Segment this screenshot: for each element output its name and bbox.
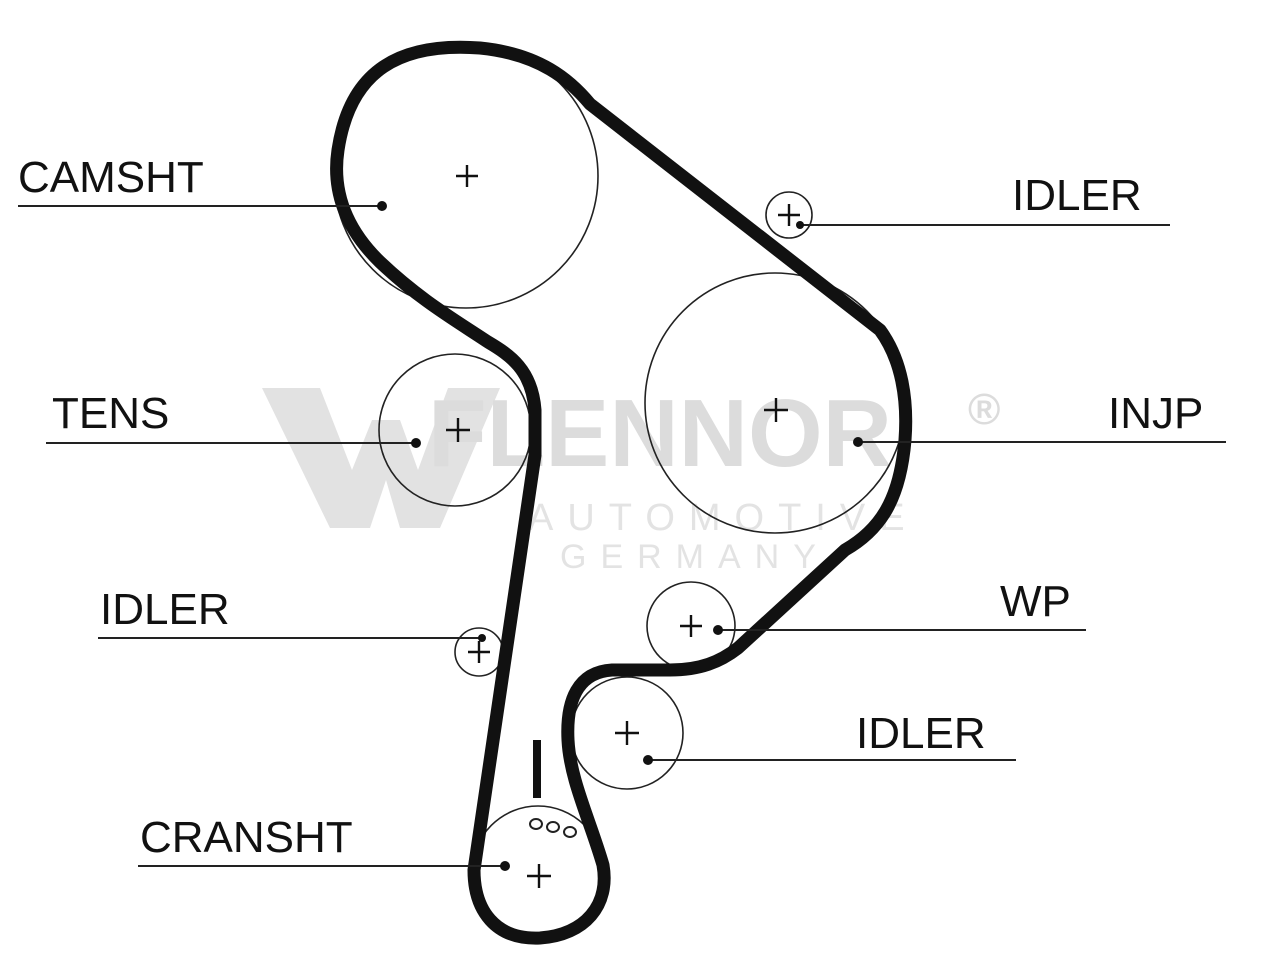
idler-top-label: IDLER (1012, 171, 1142, 220)
timing-mark-hole (529, 818, 543, 830)
crankshaft-center-mark (527, 864, 551, 888)
idler-left-center-mark (468, 641, 490, 663)
flennor-watermark: FLENNOR ® AUTOMOTIVE GERMANY (262, 380, 1000, 576)
timing-mark-hole (546, 821, 560, 833)
watermark-registered: ® (968, 385, 1000, 434)
injection-pump-leader-dot (853, 437, 863, 447)
idler-bottom-label: IDLER (856, 709, 986, 758)
watermark-line1: AUTOMOTIVE (528, 497, 919, 539)
injection-pump-center-mark (764, 398, 788, 422)
water-pump-label: WP (1000, 577, 1071, 626)
idler-left-leader-dot (478, 634, 486, 642)
crankshaft-label: CRANSHT (140, 813, 353, 862)
idler-top-center-mark (778, 204, 800, 226)
component-labels: CAMSHT IDLER TENS INJP IDLER WP IDLER CR… (18, 153, 1203, 862)
camshaft-label: CAMSHT (18, 153, 204, 202)
idler-top-leader-dot (796, 221, 804, 229)
camshaft-leader-dot (377, 201, 387, 211)
tensioner-label: TENS (52, 389, 169, 438)
crankshaft-leader-dot (500, 861, 510, 871)
camshaft-center-mark (456, 165, 478, 187)
idler-top-pulley (765, 191, 813, 239)
idler-bottom-center-mark (615, 721, 639, 745)
tensioner-center-mark (446, 418, 470, 442)
water-pump-leader-dot (713, 625, 723, 635)
watermark-line2: GERMANY (560, 538, 830, 576)
idler-bottom-leader-dot (643, 755, 653, 765)
idler-left-label: IDLER (100, 585, 230, 634)
watermark-brand: FLENNOR (428, 380, 892, 487)
tensioner-leader-dot (411, 438, 421, 448)
injection-pump-label: INJP (1108, 389, 1203, 438)
timing-mark-hole (563, 826, 577, 838)
timing-belt (330, 40, 913, 945)
watermark-logo-mark (262, 388, 500, 528)
water-pump-center-mark (680, 615, 702, 637)
timing-mark-bar (533, 740, 541, 798)
crankshaft-timing-mark (529, 740, 577, 838)
leader-lines (18, 201, 1226, 871)
